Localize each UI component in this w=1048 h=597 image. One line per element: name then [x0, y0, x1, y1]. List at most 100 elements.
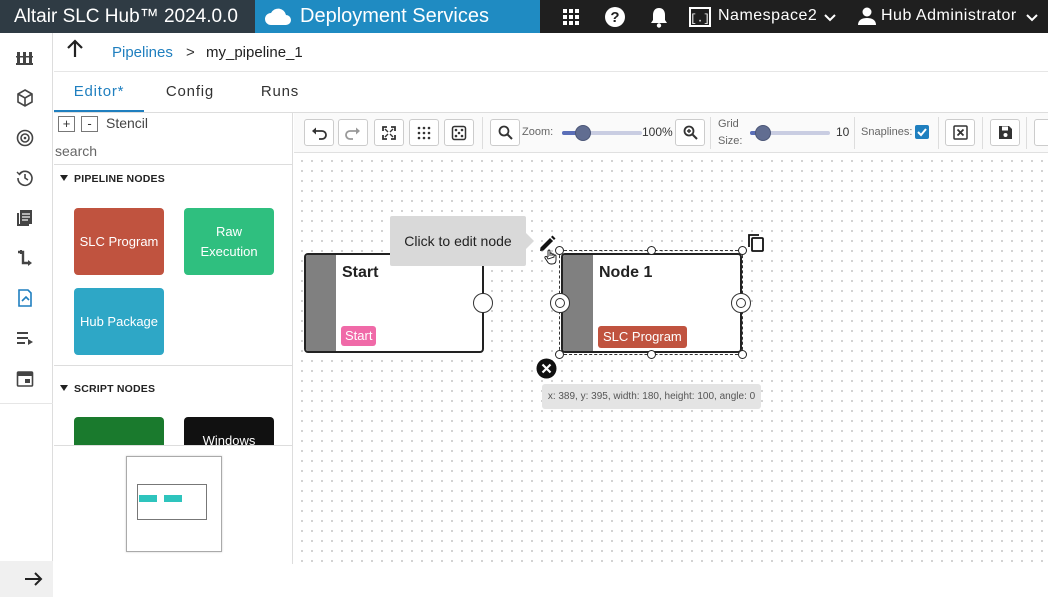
stencil-item-hub-package[interactable]: Hub Package: [74, 288, 164, 355]
breadcrumb-separator: >: [186, 44, 195, 61]
left-nav-rail: [0, 33, 53, 597]
resize-handle-ne[interactable]: [738, 246, 747, 255]
book-icon[interactable]: [10, 208, 40, 238]
more-button[interactable]: [1034, 119, 1048, 146]
editor-toolbar: Zoom: 100% Grid Size: 10 Snaplines:: [294, 113, 1048, 153]
hand-cursor-icon: [544, 249, 558, 270]
svg-text:?: ?: [610, 9, 619, 26]
flow-icon[interactable]: [10, 248, 40, 278]
svg-text:[.]: [.]: [690, 14, 710, 26]
stencil-item-windows[interactable]: Windows: [184, 417, 274, 445]
snaplines-label: Snaplines:: [861, 126, 913, 138]
copy-node-icon[interactable]: [747, 233, 765, 258]
top-bar: Altair SLC Hub™ 2024.0.0 Deployment Serv…: [0, 0, 1048, 33]
tab-bar: Editor* Config Runs: [54, 72, 1048, 113]
edit-pencil-icon[interactable]: [538, 235, 556, 258]
pipeline-canvas[interactable]: Start Start Click to edit node Node 1 SL…: [294, 153, 1048, 564]
history-icon[interactable]: [10, 168, 40, 198]
node-geometry-readout: x: 389, y: 395, width: 180, height: 100,…: [542, 384, 761, 409]
node-type-badge: Start: [341, 326, 377, 346]
start-output-port[interactable]: [473, 293, 493, 313]
save-button[interactable]: [990, 119, 1020, 146]
pipeline-nodes-group-header[interactable]: PIPELINE NODES: [60, 173, 165, 185]
minimap-viewport[interactable]: [137, 484, 207, 520]
zoom-label: Zoom:: [522, 126, 554, 138]
apps-grid-icon[interactable]: [558, 0, 584, 33]
script-nodes-group-header[interactable]: SCRIPT NODES: [60, 383, 155, 395]
grid-size-label: Size:: [718, 135, 743, 147]
auto-layout-button[interactable]: [444, 119, 474, 146]
grid-size-slider[interactable]: [750, 124, 830, 142]
clear-canvas-button[interactable]: [945, 119, 975, 146]
divider: [710, 117, 711, 149]
grid-slider-thumb[interactable]: [755, 125, 771, 141]
zoom-in-button[interactable]: [675, 119, 705, 146]
breadcrumb-current: my_pipeline_1: [206, 44, 303, 61]
zoom-slider-fill: [562, 131, 583, 135]
resize-handle-n[interactable]: [647, 246, 656, 255]
stencil-item-label: Windows: [202, 433, 256, 445]
chevron-down-icon[interactable]: [1024, 0, 1040, 33]
minimap-area: [54, 445, 292, 564]
breadcrumb-pipelines-link[interactable]: Pipelines: [112, 44, 173, 61]
user-menu[interactable]: Hub Administrator: [881, 7, 1017, 24]
minimap[interactable]: [126, 456, 222, 552]
cloud-icon: [263, 5, 293, 29]
namespace-icon[interactable]: [.]: [688, 0, 712, 33]
start-node[interactable]: Start Start: [304, 253, 484, 353]
stencil-item-raw-execution[interactable]: Raw Execution: [184, 208, 274, 275]
delete-node-icon[interactable]: [536, 358, 557, 384]
stencil-expand-button[interactable]: +: [58, 116, 75, 132]
queue-list-icon[interactable]: [10, 328, 40, 358]
stencil-item-script[interactable]: [74, 417, 164, 445]
pipeline-icon[interactable]: [10, 288, 40, 318]
node-title: Node 1: [599, 264, 653, 281]
script-nodes-list: Windows: [54, 413, 292, 445]
calendar-icon[interactable]: [10, 368, 40, 398]
minimap-node: [139, 495, 157, 502]
group-label: SCRIPT NODES: [74, 383, 156, 395]
redo-button[interactable]: [338, 119, 368, 146]
undo-button[interactable]: [304, 119, 334, 146]
stencil-search-input[interactable]: [54, 137, 292, 165]
resize-handle-sw[interactable]: [555, 350, 564, 359]
zoom-slider-thumb[interactable]: [575, 125, 591, 141]
package-cube-icon[interactable]: [10, 88, 40, 118]
chevron-down-icon[interactable]: [822, 0, 838, 33]
user-icon[interactable]: [856, 0, 878, 33]
divider: [482, 117, 483, 149]
library-icon[interactable]: [10, 48, 40, 78]
snaplines-checkbox[interactable]: [915, 125, 929, 139]
divider: [54, 365, 292, 366]
grid-toggle-button[interactable]: [409, 119, 439, 146]
namespace-selector[interactable]: Namespace2: [718, 7, 818, 24]
tab-editor[interactable]: Editor*: [54, 72, 144, 112]
navigate-up-icon[interactable]: [66, 39, 84, 65]
zoom-slider[interactable]: [562, 124, 642, 142]
zoom-out-button[interactable]: [490, 119, 520, 146]
divider: [982, 117, 983, 149]
tab-config[interactable]: Config: [165, 83, 215, 100]
notifications-bell-icon[interactable]: [646, 0, 672, 33]
divider: [1026, 117, 1027, 149]
port-inner-ring: [736, 298, 746, 308]
breadcrumb: Pipelines > my_pipeline_1: [54, 33, 1048, 72]
resize-handle-s[interactable]: [647, 350, 656, 359]
divider: [854, 117, 855, 149]
stencil-collapse-button[interactable]: -: [81, 116, 98, 132]
fit-to-screen-button[interactable]: [374, 119, 404, 146]
divider: [938, 117, 939, 149]
tab-runs[interactable]: Runs: [260, 83, 300, 100]
edit-node-tooltip: Click to edit node: [390, 216, 534, 266]
resize-handle-se[interactable]: [738, 350, 747, 359]
stencil-item-slc-program[interactable]: SLC Program: [74, 208, 164, 275]
stencil-title: Stencil: [106, 115, 149, 131]
grid-size-value: 10: [836, 125, 850, 139]
node-1[interactable]: Node 1 SLC Program: [561, 253, 742, 353]
node-type-badge: SLC Program: [598, 326, 687, 348]
expand-rail-button[interactable]: [0, 561, 53, 597]
target-icon[interactable]: [10, 128, 40, 158]
help-icon[interactable]: ?: [602, 0, 628, 33]
resize-handle-nw[interactable]: [555, 246, 564, 255]
app-brand[interactable]: Altair SLC Hub™ 2024.0.0: [0, 0, 255, 33]
